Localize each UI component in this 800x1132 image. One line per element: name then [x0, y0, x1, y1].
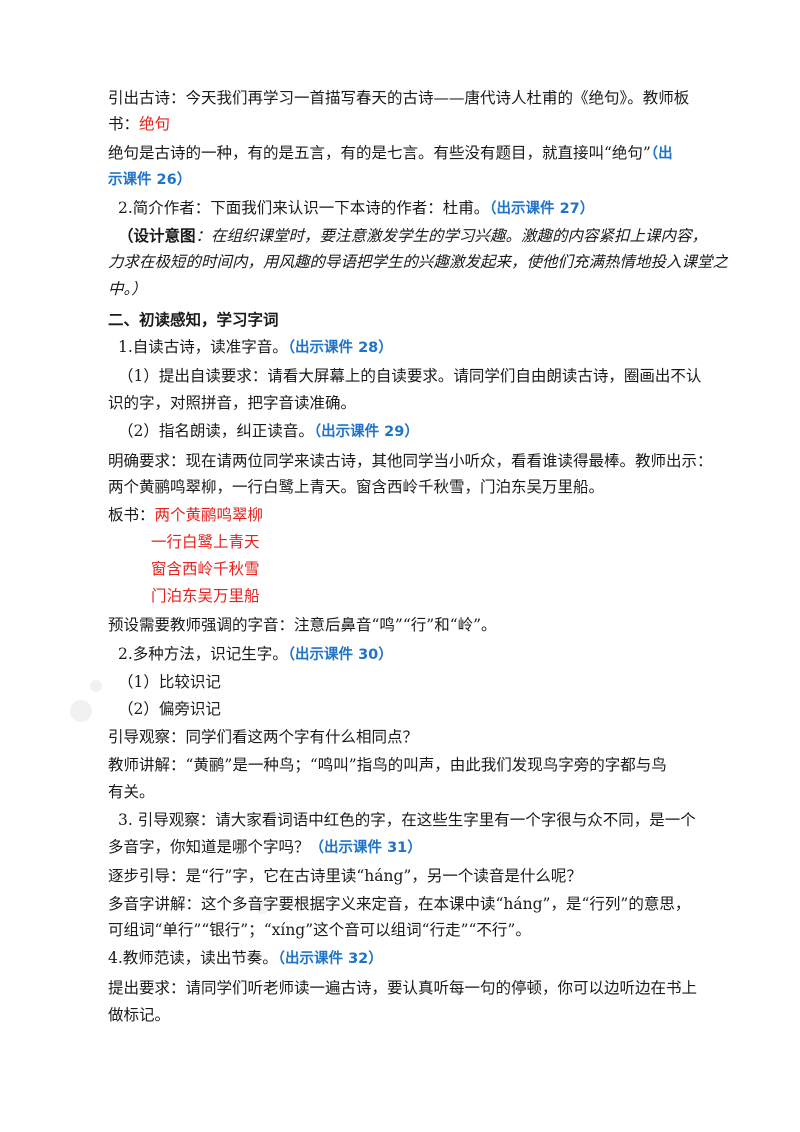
text-run: （设计意图: [118, 226, 196, 245]
text-run: 引导观察：同学们看这两个字有什么相同点？: [108, 728, 419, 746]
text-line: 做标记。: [108, 1005, 170, 1025]
text-line: 绝句是古诗的一种，有的是五言，有的是七言。有些没有题目，就直接叫“绝句”（出: [108, 143, 673, 164]
text-run: 多音字，你知道是哪个字吗？: [108, 838, 310, 856]
courseware-ref: 示课件 26）: [108, 172, 192, 188]
text-run: 2.多种方法，识记生字。: [118, 645, 288, 663]
text-run: （2）指名朗读，纠正读音。: [118, 422, 314, 440]
text-line: 预设需要教师强调的字音：注意后鼻音“鸣”“行”和“岭”。: [108, 615, 497, 635]
watermark-dot: [70, 700, 92, 722]
text-line: 2.多种方法，识记生字。（出示课件 30）: [118, 644, 393, 665]
text-line: （1）提出自读要求：请看大屏幕上的自读要求。请同学们自由朗读古诗，圈画出不认: [118, 366, 701, 386]
text-run: 预设需要教师强调的字音：注意后鼻音“鸣”“行”和“岭”。: [108, 616, 497, 634]
text-run: 中。）: [108, 280, 147, 298]
courseware-ref: （出示课件 30）: [287, 647, 393, 663]
text-line: 教师讲解：“黄鹂”是一种鸟；“鸣叫”指鸟的叫声，由此我们发现鸟字旁的字都与鸟: [108, 755, 667, 775]
text-run: 教师讲解：“黄鹂”是一种鸟；“鸣叫”指鸟的叫声，由此我们发现鸟字旁的字都与鸟: [108, 756, 667, 774]
text-line: （2）指名朗读，纠正读音。（出示课件 29）: [118, 421, 419, 442]
courseware-ref: （出示课件 28）: [287, 340, 393, 356]
courseware-ref: （出示课件 27）: [489, 201, 595, 217]
courseware-ref: （出示课件 32）: [277, 951, 383, 967]
text-line: 识的字，对照拼音，把字音读准确。: [108, 393, 356, 413]
text-run: 有关。: [108, 783, 155, 801]
board-text: 门泊东吴万里船: [151, 587, 260, 605]
text-line: （2）偏旁识记: [118, 699, 221, 719]
text-line: 力求在极短的时间内，用风趣的导语把学生的兴趣激发起来，使他们充满热情地投入课堂之: [108, 252, 728, 272]
text-line: 可组词“单行”“银行”；“xíng”这个音可以组词“行走”“不行”。: [108, 920, 531, 940]
text-line: 多音字，你知道是哪个字吗？（出示课件 31）: [108, 837, 422, 858]
text-line: 1.自读古诗，读准字音。（出示课件 28）: [118, 337, 393, 358]
board-text: 一行白鹭上青天: [151, 533, 260, 551]
text-run: 提出要求：请同学们听老师读一遍古诗，要认真听每一句的停顿，你可以边听边在书上: [108, 979, 698, 997]
text-run: 多音字讲解：这个多音字要根据字义来定音，在本课中读“háng”，是“行列”的意思…: [108, 895, 691, 913]
text-line: 3. 引导观察：请大家看词语中红色的字，在这些生字里有一个字很与众不同，是一个: [118, 810, 696, 830]
text-run: 绝句是古诗的一种，有的是五言，有的是七言。有些没有题目，就直接叫“绝句”: [108, 144, 651, 162]
watermark-dot: [255, 900, 269, 914]
text-line: 两个黄鹂鸣翠柳，一行白鹭上青天。窗含西岭千秋雪，门泊东吴万里船。: [108, 477, 604, 497]
text-run: 3. 引导观察：请大家看词语中红色的字，在这些生字里有一个字很与众不同，是一个: [118, 811, 696, 829]
text-run: 2.简介作者：下面我们来认识一下本诗的作者：杜甫。: [118, 199, 490, 217]
text-line: 书：绝句: [108, 114, 170, 134]
text-run: （2）偏旁识记: [118, 700, 221, 718]
text-run: 识的字，对照拼音，把字音读准确。: [108, 394, 357, 412]
text-line: 窗含西岭千秋雪: [151, 559, 260, 579]
text-line: 中。）: [108, 279, 147, 299]
board-text: 窗含西岭千秋雪: [151, 560, 260, 578]
text-run: 1.自读古诗，读准字音。: [118, 338, 288, 356]
text-run: （1）比较识记: [118, 673, 221, 691]
text-run: 可组词“单行”“银行”；“xíng”这个音可以组词“行走”“不行”。: [108, 921, 531, 939]
text-line: 引出古诗：今天我们再学习一首描写春天的古诗——唐代诗人杜甫的《绝句》。教师板: [108, 88, 689, 108]
text-run: 书：: [108, 115, 140, 133]
text-run: 逐步引导：是“行”字，它在古诗里读“háng”，另一个读音是什么呢？: [108, 867, 582, 885]
text-run: （1）提出自读要求：请看大屏幕上的自读要求。请同学们自由朗读古诗，圈画出不认: [118, 367, 702, 385]
text-run: 引出古诗：今天我们再学习一首描写春天的古诗——唐代诗人杜甫的《绝句》。教师板: [108, 89, 690, 107]
text-line: 明确要求：现在请两位同学来读古诗，其他同学当小听众，看看谁读得最棒。教师出示：: [108, 451, 713, 471]
text-line: 多音字讲解：这个多音字要根据字义来定音，在本课中读“háng”，是“行列”的意思…: [108, 894, 690, 914]
text-line: 板书：两个黄鹂鸣翠柳: [108, 505, 263, 525]
text-run: 板书：: [108, 506, 155, 524]
text-line: （1）比较识记: [118, 672, 221, 692]
text-line: 示课件 26）: [108, 169, 191, 190]
text-line: 有关。: [108, 782, 155, 802]
board-text: 两个黄鹂鸣翠柳: [154, 506, 264, 524]
text-run: 两个黄鹂鸣翠柳，一行白鹭上青天。窗含西岭千秋雪，门泊东吴万里船。: [108, 478, 605, 496]
text-line: 4.教师范读，读出节奏。（出示课件 32）: [108, 948, 383, 969]
courseware-ref: （出: [650, 146, 673, 162]
courseware-ref: （出示课件 31）: [309, 840, 422, 856]
text-run: 做标记。: [108, 1006, 171, 1024]
text-run: 二、初读感知，学习字词: [108, 310, 279, 329]
text-line: 提出要求：请同学们听老师读一遍古诗，要认真听每一句的停顿，你可以边听边在书上: [108, 978, 697, 998]
text-line: 二、初读感知，学习字词: [108, 310, 279, 330]
text-line: （设计意图：在组织课堂时，要注意激发学生的学习兴趣。激趣的内容紧扣上课内容，: [118, 226, 707, 246]
watermark-dot: [90, 680, 102, 692]
courseware-ref: （出示课件 29）: [313, 424, 419, 440]
text-line: 2.简介作者：下面我们来认识一下本诗的作者：杜甫。（出示课件 27）: [118, 198, 594, 219]
text-line: 一行白鹭上青天: [151, 532, 260, 552]
text-run: 力求在极短的时间内，用风趣的导语把学生的兴趣激发起来，使他们充满热情地投入课堂之: [108, 253, 729, 271]
text-line: 引导观察：同学们看这两个字有什么相同点？: [108, 727, 418, 747]
text-run: ：在组织课堂时，要注意激发学生的学习兴趣。激趣的内容紧扣上课内容，: [195, 227, 708, 245]
text-line: 逐步引导：是“行”字，它在古诗里读“háng”，另一个读音是什么呢？: [108, 866, 582, 886]
text-line: 门泊东吴万里船: [151, 586, 260, 606]
text-run: 明确要求：现在请两位同学来读古诗，其他同学当小听众，看看谁读得最棒。教师出示：: [108, 452, 713, 470]
board-text: 绝句: [139, 115, 171, 133]
text-run: 4.教师范读，读出节奏。: [108, 949, 278, 967]
